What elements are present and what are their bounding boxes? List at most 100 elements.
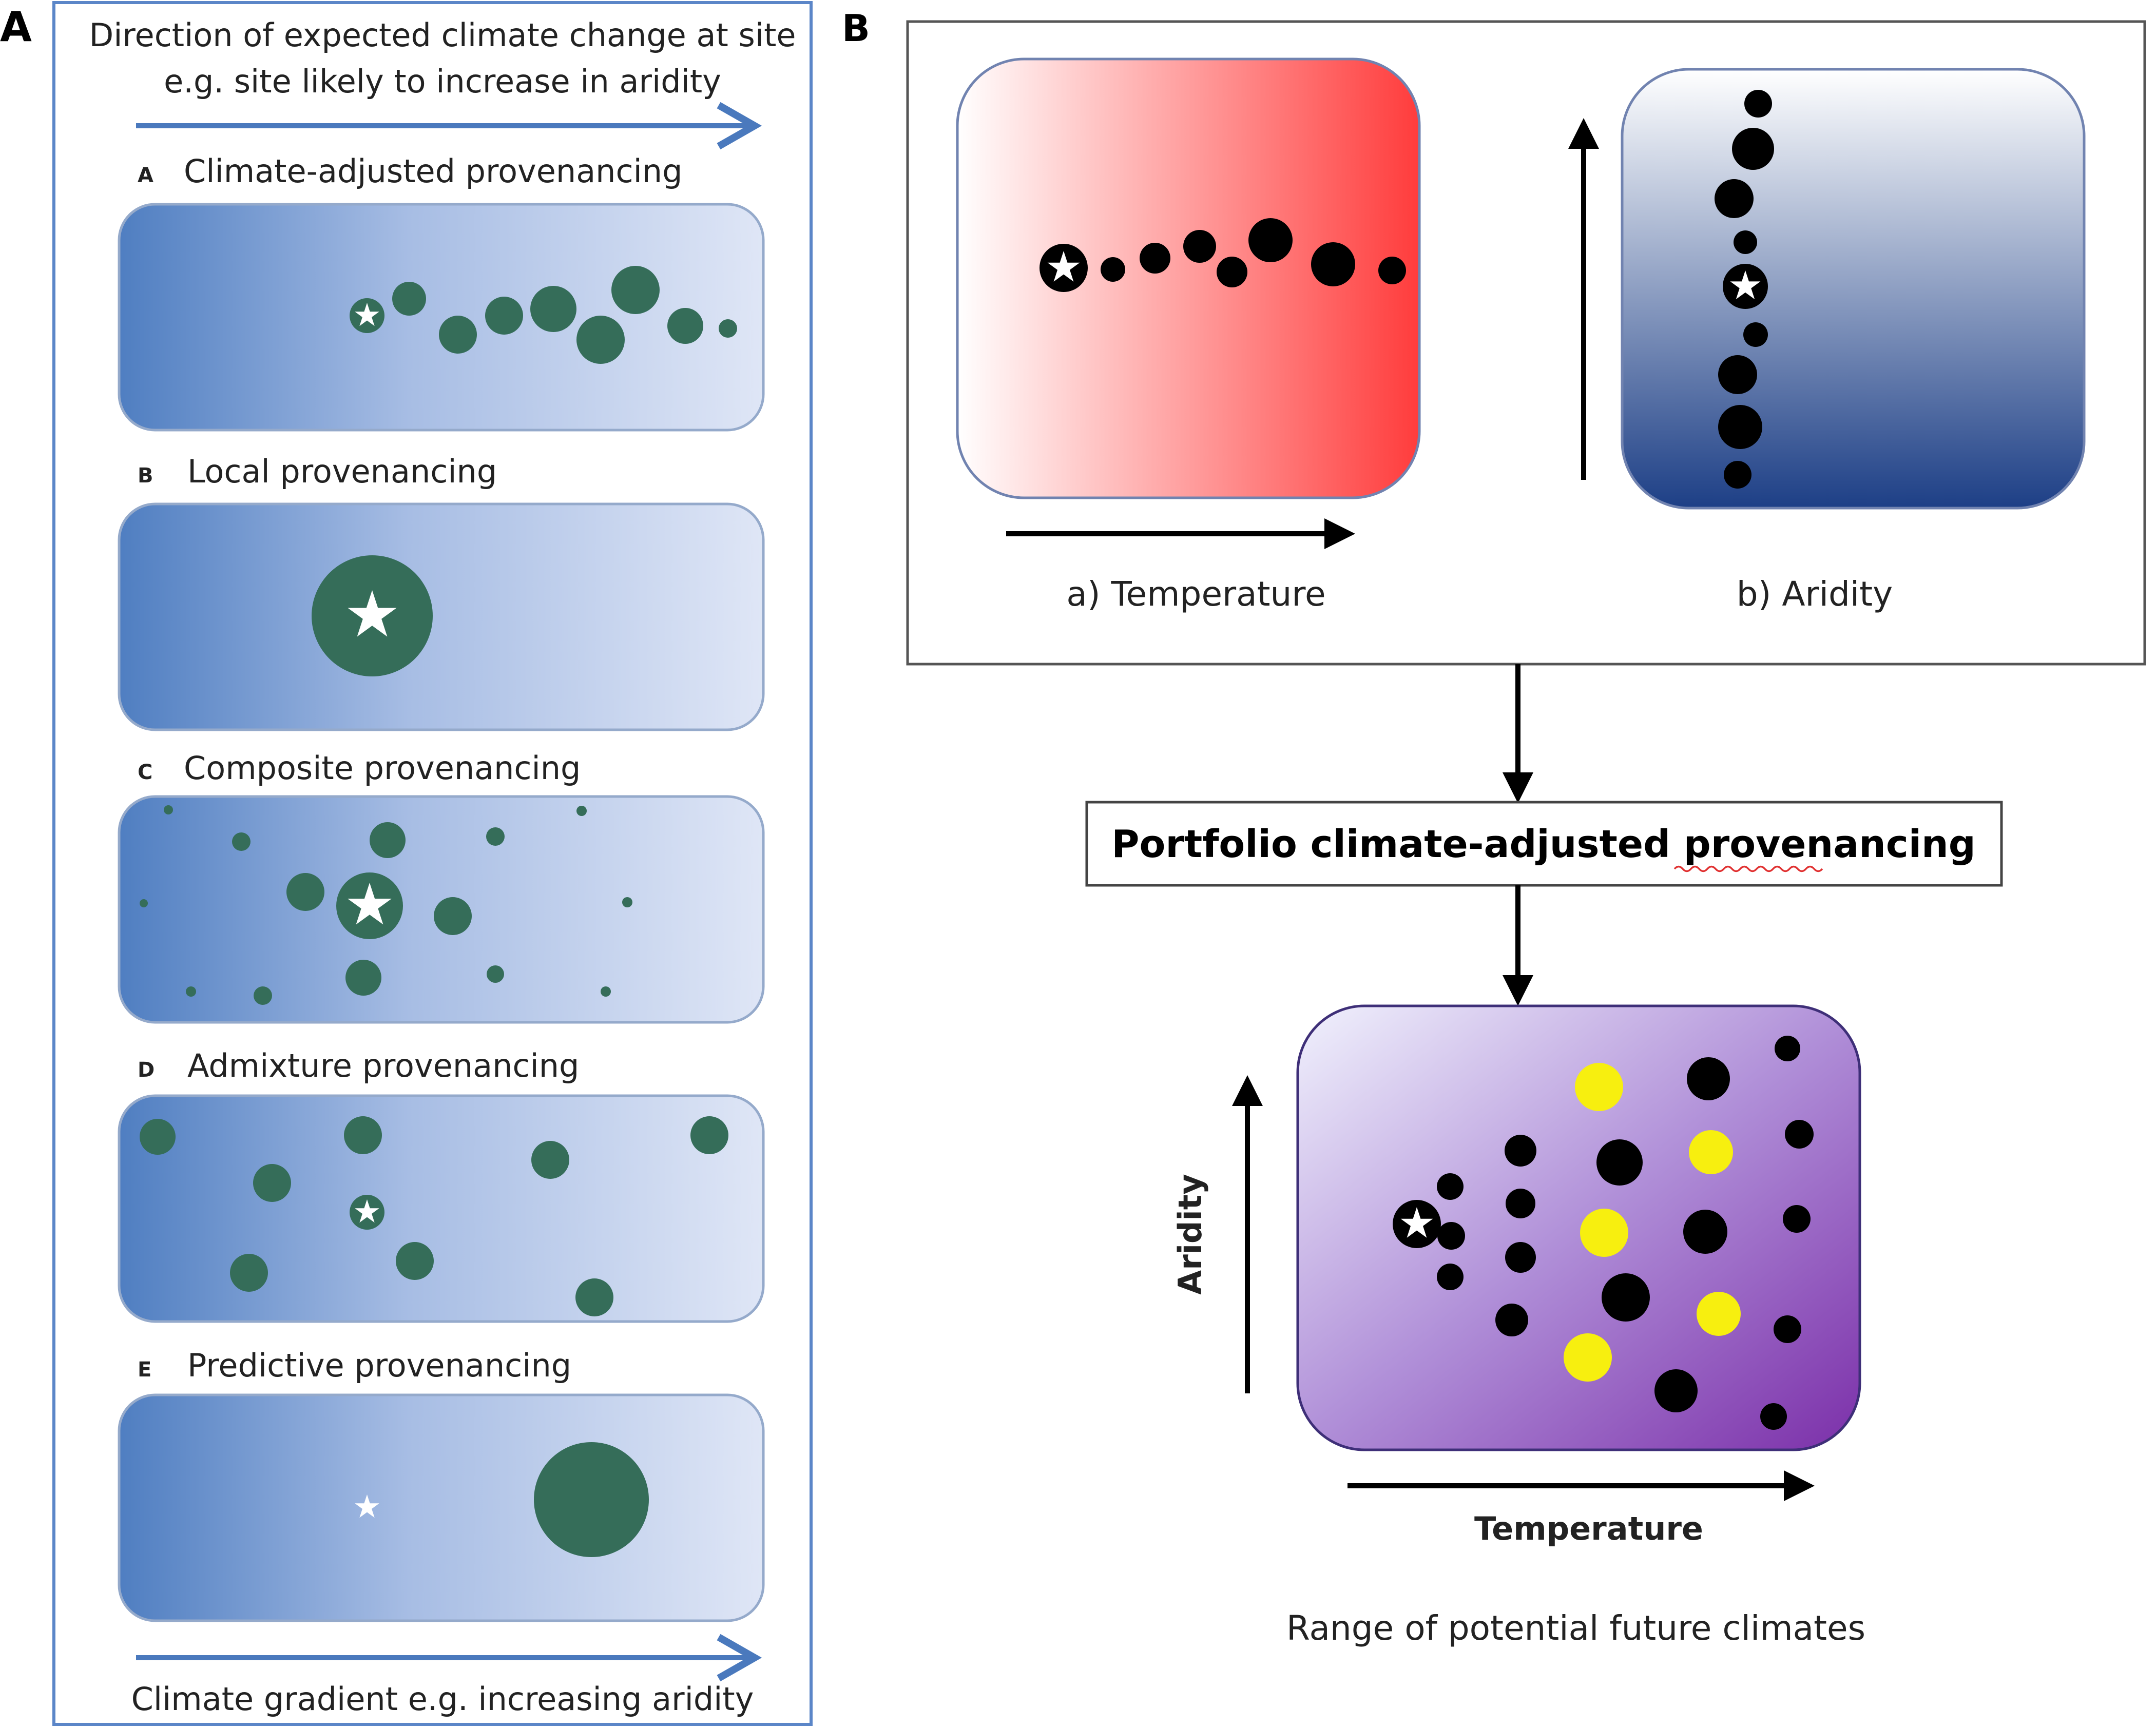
seed-dot (719, 319, 737, 338)
seed-dot (230, 1254, 268, 1292)
seed-dot (1602, 1273, 1650, 1322)
seed-dot (232, 832, 251, 851)
seed-dot (667, 308, 703, 344)
seed-dot (370, 822, 406, 858)
strategy-a-seed-dots (350, 266, 737, 364)
seed-dot (1743, 322, 1768, 347)
strategy-b-letter: B (138, 464, 153, 488)
seed-dot (1718, 405, 1762, 449)
temperature-caption: a) Temperature (1066, 574, 1325, 614)
seed-dot (486, 827, 505, 846)
seed-dot (1744, 90, 1772, 118)
result-seed-dots (1393, 1036, 1814, 1430)
result-ylabel: Aridity (1171, 1174, 1209, 1295)
seed-dot (439, 316, 477, 354)
strategy-a-box (118, 203, 765, 432)
seed-dot (601, 986, 611, 997)
seed-dot (487, 965, 504, 983)
panel-a-footer: Climate gradient e.g. increasing aridity (131, 1680, 754, 1718)
strategy-e-box (118, 1393, 765, 1622)
seed-dot (1575, 1063, 1623, 1111)
strategy-a-label: Climate-adjusted provenancing (184, 152, 682, 190)
strategy-a-letter: A (138, 164, 153, 187)
seed-dot (1101, 257, 1125, 282)
strategy-b-box (118, 502, 765, 731)
seed-dot (1596, 1139, 1643, 1186)
seed-dot (1683, 1210, 1727, 1254)
seed-dot (1687, 1057, 1730, 1100)
seed-dot (253, 1164, 291, 1202)
seed-dot (1732, 128, 1774, 170)
strategy-b-seed-dots (312, 555, 433, 676)
panel-a-letter: A (0, 3, 32, 51)
seed-dot (531, 1141, 569, 1179)
seed-dot (164, 805, 173, 814)
strategy-e-seed-dots (355, 1442, 649, 1557)
aridity-caption: b) Aridity (1737, 574, 1893, 614)
seed-dot (485, 297, 523, 335)
seed-dot (1760, 1403, 1787, 1430)
seed-dot (576, 806, 587, 816)
strategy-c-seed-dots (140, 805, 632, 1005)
result-xlabel: Temperature (1474, 1510, 1703, 1547)
panel-b-letter: B (842, 7, 870, 50)
seed-dot (530, 286, 576, 332)
seed-dot (1785, 1120, 1814, 1149)
seed-dot (254, 986, 272, 1005)
seed-dot (1724, 461, 1751, 489)
result-box (1296, 1004, 1861, 1451)
seed-dot (1783, 1205, 1811, 1233)
spellcheck-underline (1673, 865, 1823, 872)
seed-dot (345, 960, 381, 996)
aridity-seed-dots (1715, 90, 1774, 489)
temperature-seed-dots (1040, 218, 1406, 292)
seed-dot (1715, 179, 1754, 218)
seed-dot (1506, 1189, 1535, 1218)
seed-dot (576, 316, 625, 364)
seed-dot (1734, 230, 1757, 254)
seed-dot (1183, 230, 1216, 263)
strategy-d-seed-dots (140, 1116, 728, 1316)
portfolio-box (1085, 801, 2003, 887)
seed-dot (1140, 243, 1170, 274)
seed-dot (186, 986, 196, 997)
panel-b: B a) Temperature (842, 7, 2146, 1648)
seed-dot (1437, 1173, 1464, 1200)
seed-dot (1689, 1130, 1733, 1174)
seed-dot (1580, 1209, 1628, 1257)
seed-dot (1437, 1264, 1464, 1290)
panel-a-header-line1: Direction of expected climate change at … (89, 16, 796, 54)
seed-dot (1505, 1135, 1536, 1167)
portfolio-label: Portfolio climate-adjusted provenancing (1111, 822, 1975, 866)
strategy-c-label: Composite provenancing (184, 749, 581, 787)
seed-dot (1217, 257, 1247, 287)
seed-dot (1775, 1036, 1800, 1061)
result-caption: Range of potential future climates (1286, 1608, 1865, 1648)
seed-dot (622, 897, 632, 907)
seed-dot (396, 1242, 434, 1280)
seed-dot (1774, 1315, 1801, 1343)
seed-dot (434, 897, 472, 935)
seed-dot (140, 899, 148, 907)
seed-dot (286, 873, 324, 911)
temperature-box (956, 57, 1421, 499)
seed-dot (1718, 355, 1757, 394)
strategy-d-box (118, 1094, 765, 1323)
seed-dot (392, 282, 426, 316)
seed-dot (534, 1442, 649, 1557)
seed-dot (1311, 242, 1355, 286)
strategy-e-letter: E (138, 1358, 151, 1382)
strategy-d-label: Admixture provenancing (187, 1047, 579, 1084)
panel-a-frame (52, 1, 813, 1726)
seed-dot (1248, 218, 1293, 262)
strategy-e-label: Predictive provenancing (187, 1347, 571, 1384)
seed-dot (1378, 257, 1406, 284)
strategy-d-letter: D (138, 1058, 155, 1082)
seed-dot (344, 1116, 382, 1154)
seed-dot (611, 266, 660, 314)
aridity-box (1621, 68, 2086, 510)
seed-dot (1697, 1292, 1741, 1336)
seed-dot (575, 1278, 613, 1316)
seed-dot (1495, 1304, 1528, 1336)
